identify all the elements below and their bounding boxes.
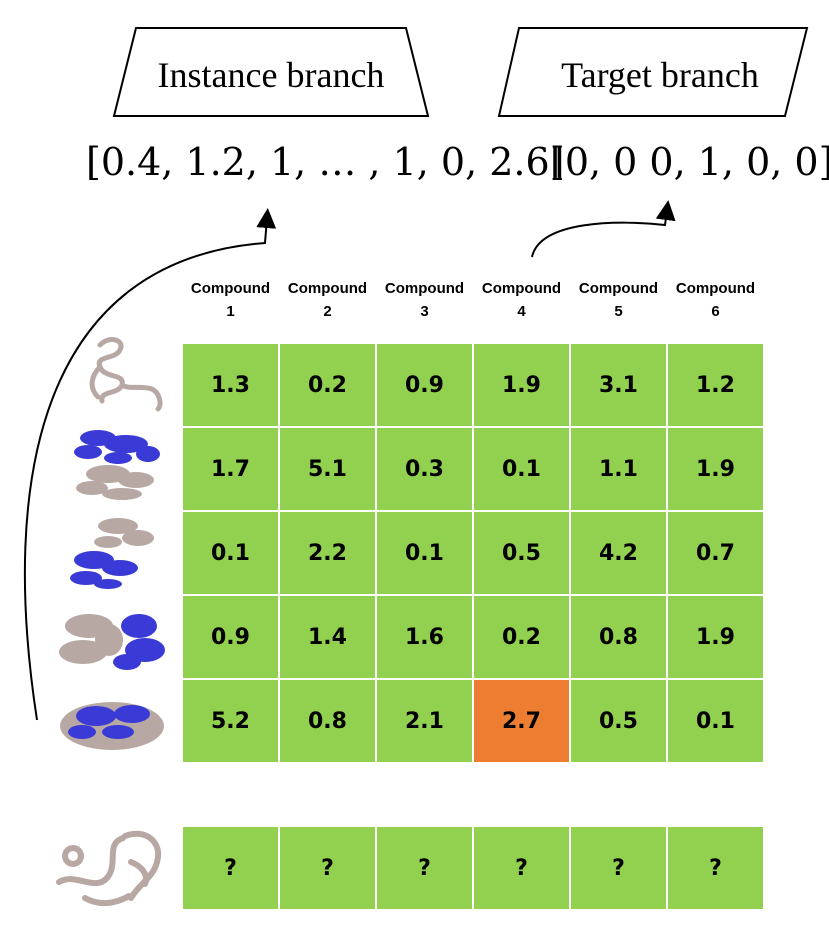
protein-structure-5-icon (60, 702, 164, 750)
matrix-cell: 1.1 (570, 427, 667, 511)
matrix-cell: 0.5 (570, 679, 667, 763)
column-header-line2: 5 (614, 303, 623, 320)
matrix-cell: 1.9 (667, 595, 764, 679)
matrix-cell: 0.5 (473, 511, 570, 595)
matrix-cell: 1.7 (182, 427, 279, 511)
target-branch-label: Target branch (561, 55, 759, 95)
matrix-cell: 0.3 (376, 427, 473, 511)
instance-arrow (23, 208, 277, 721)
matrix-cell: 0.9 (376, 343, 473, 427)
column-header-line2: 3 (420, 303, 429, 320)
matrix-cell: 0.2 (473, 595, 570, 679)
column-header-line2: 2 (323, 303, 332, 320)
matrix-cell: 1.6 (376, 595, 473, 679)
matrix-cell: 2.1 (376, 679, 473, 763)
query-cell: ? (376, 826, 473, 910)
query-cell: ? (667, 826, 764, 910)
query-cell: ? (182, 826, 279, 910)
target-branch-box (497, 27, 809, 117)
column-header-line1: Compound (190, 280, 271, 297)
instance-branch-label: Instance branch (157, 55, 385, 95)
matrix-cell: 1.9 (667, 427, 764, 511)
protein-structure-4-icon (59, 614, 165, 670)
matrix-cell: 0.1 (473, 427, 570, 511)
column-header-line2: 4 (517, 303, 526, 320)
column-header-line1: Compound (384, 280, 465, 297)
matrix-cell: 4.2 (570, 511, 667, 595)
target-vector: [0, 0 0, 1, 0, 0] (550, 140, 829, 184)
column-header-compound-6: Compound 6 (667, 277, 764, 323)
column-header-compound-5: Compound 5 (570, 277, 667, 323)
column-header-line2: 1 (226, 303, 235, 320)
query-cell: ? (473, 826, 570, 910)
matrix-cell: 1.3 (182, 343, 279, 427)
matrix-cell: 0.7 (667, 511, 764, 595)
column-header-compound-4: Compound 4 (473, 277, 570, 323)
matrix-cell: 5.1 (279, 427, 376, 511)
matrix-cell: 0.8 (279, 679, 376, 763)
column-header-line1: Compound (481, 280, 562, 297)
target-arrow (531, 200, 676, 258)
column-header-compound-3: Compound 3 (376, 277, 473, 323)
matrix-cell: 2.2 (279, 511, 376, 595)
matrix-cell: 0.1 (376, 511, 473, 595)
column-header-line1: Compound (675, 280, 756, 297)
matrix-cell: 2.7 (473, 679, 570, 763)
protein-structure-query-icon (56, 830, 162, 906)
matrix-cell: 1.4 (279, 595, 376, 679)
matrix-cell: 0.2 (279, 343, 376, 427)
instance-vector: [0.4, 1.2, 1, … , 1, 0, 2.6] (86, 140, 565, 184)
column-header-line1: Compound (578, 280, 659, 297)
protein-structure-1-icon (89, 337, 163, 412)
column-header-compound-2: Compound 2 (279, 277, 376, 323)
query-cell: ? (570, 826, 667, 910)
column-header-line2: 6 (711, 303, 720, 320)
matrix-cell: 1.9 (473, 343, 570, 427)
matrix-cell: 1.2 (667, 343, 764, 427)
protein-structure-3-icon (70, 518, 154, 589)
query-row: ?????? (182, 826, 764, 910)
query-cell: ? (279, 826, 376, 910)
column-header-compound-1: Compound 1 (182, 277, 279, 323)
matrix-cell: 5.2 (182, 679, 279, 763)
column-header-line1: Compound (287, 280, 368, 297)
instance-branch-box (112, 27, 430, 117)
matrix-cell: 0.8 (570, 595, 667, 679)
protein-structure-2-icon (74, 430, 160, 500)
matrix-cell: 0.9 (182, 595, 279, 679)
matrix-cell: 0.1 (182, 511, 279, 595)
matrix-cell: 3.1 (570, 343, 667, 427)
matrix-cell: 0.1 (667, 679, 764, 763)
